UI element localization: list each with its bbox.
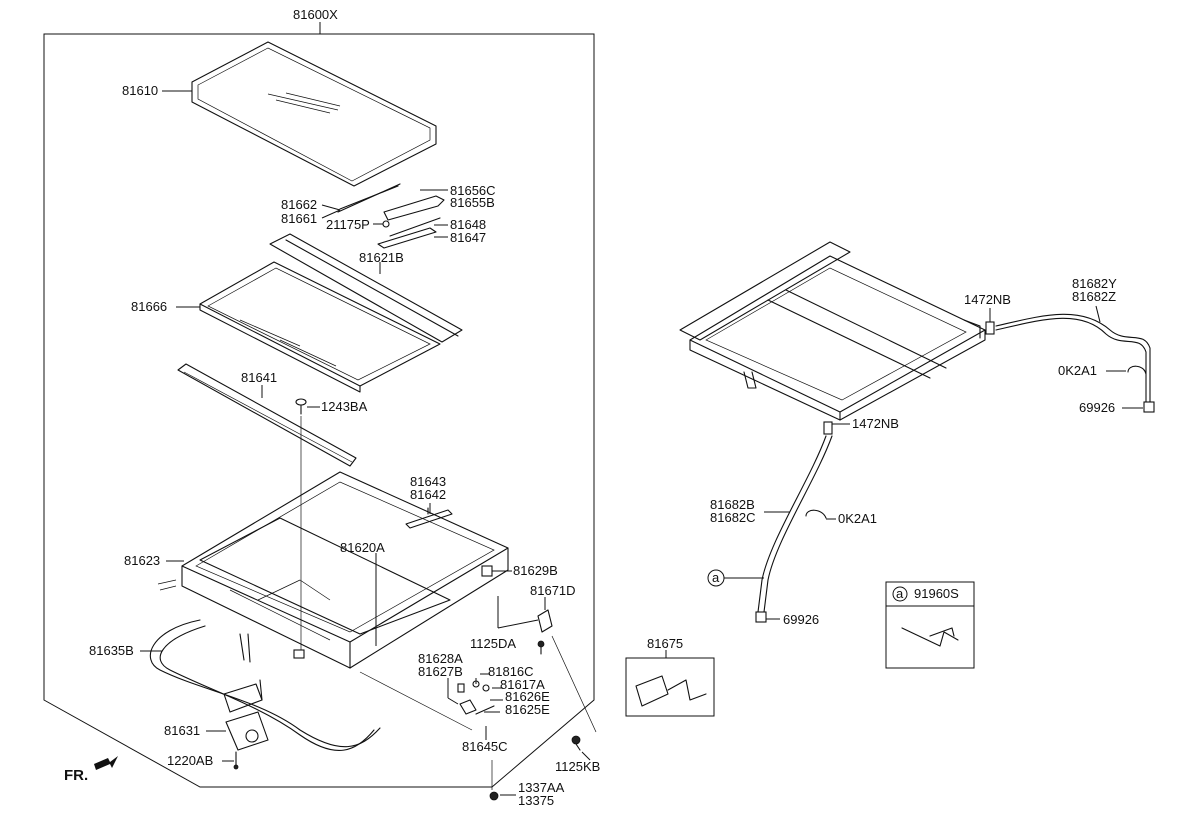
legend-box — [885, 581, 975, 669]
label-81645C: 81645C — [462, 739, 508, 754]
drain-hose-front — [755, 435, 833, 623]
label-81610: 81610 — [122, 83, 158, 98]
clip-top — [1127, 365, 1147, 375]
deflector — [177, 363, 357, 467]
part-81675-box — [625, 657, 715, 717]
label-69926-top: 69926 — [1079, 400, 1115, 415]
label-91960S: 91960S — [914, 586, 959, 601]
label-81666: 81666 — [131, 299, 167, 314]
bolt-1125KB — [571, 735, 581, 751]
label-1337AA: 1337AA — [518, 780, 565, 795]
label-81627B: 81627B — [418, 664, 463, 679]
bolt-1243BA — [295, 398, 307, 415]
label-fr: FR. — [64, 767, 88, 784]
label-81647: 81647 — [450, 230, 486, 245]
grommet-mid — [823, 421, 833, 435]
nut-1337AA — [489, 791, 499, 801]
label-81661: 81661 — [281, 211, 317, 226]
glass-panel — [191, 41, 437, 187]
label-1243BA: 1243BA — [321, 399, 368, 414]
label-81816C: 81816C — [488, 664, 534, 679]
label-13375: 13375 — [518, 793, 554, 808]
label-81641: 81641 — [241, 370, 277, 385]
label-1125DA: 1125DA — [470, 636, 516, 651]
label-81628A: 81628A — [418, 651, 463, 666]
clip-81629B — [481, 565, 493, 577]
grommet-top — [985, 321, 995, 335]
label-0K2A1-mid: 0K2A1 — [838, 511, 877, 526]
label-1125KB: 1125KB — [555, 759, 600, 774]
label-81656C: 81656C — [450, 183, 496, 198]
label-69926-bot: 69926 — [783, 612, 819, 627]
assembly-boundary — [43, 22, 595, 788]
label-81682Y: 81682Y — [1072, 276, 1117, 291]
front-direction-arrow — [94, 756, 118, 770]
screw-1125DA — [537, 640, 545, 655]
label-21175P: 21175P — [326, 217, 370, 232]
sunshade-assembly — [199, 233, 463, 393]
label-81682Z: 81682Z — [1072, 289, 1116, 304]
label-81643: 81643 — [410, 474, 446, 489]
label-81617A: 81617A — [500, 677, 545, 692]
clip-mid — [805, 509, 827, 519]
label-81642: 81642 — [410, 487, 446, 502]
drain-hose-rear — [995, 313, 1155, 413]
label-81623: 81623 — [124, 553, 160, 568]
label-81648: 81648 — [450, 217, 486, 232]
label-81629B: 81629B — [513, 563, 558, 578]
label-1472NB-mid: 1472NB — [852, 416, 899, 431]
label-81682B: 81682B — [710, 497, 755, 512]
label-81600X: 81600X — [293, 7, 338, 22]
label-ref-a: a — [712, 570, 720, 585]
label-81626E: 81626E — [505, 689, 550, 704]
label-legend-a: a — [896, 586, 904, 601]
small-fasteners — [457, 680, 495, 715]
front-brackets — [337, 183, 445, 249]
screw-1220AB — [233, 751, 239, 770]
label-1472NB-top: 1472NB — [964, 292, 1011, 307]
label-81662: 81662 — [281, 197, 317, 212]
label-81635B: 81635B — [89, 643, 134, 658]
part-81675-drawing — [635, 675, 707, 707]
bracket-81643 — [405, 507, 453, 529]
label-81682C: 81682C — [710, 510, 756, 525]
label-81625E: 81625E — [505, 702, 550, 717]
bracket-81671D — [537, 609, 553, 633]
main-frame — [157, 471, 509, 669]
label-81631: 81631 — [164, 723, 200, 738]
label-81655B: 81655B — [450, 195, 495, 210]
label-81675: 81675 — [647, 636, 683, 651]
label-81671D: 81671D — [530, 583, 576, 598]
drain-frame — [679, 241, 986, 421]
sunroof-motor — [223, 679, 269, 751]
label-1220AB: 1220AB — [167, 753, 213, 768]
label-81621B: 81621B — [359, 250, 404, 265]
label-0K2A1-top: 0K2A1 — [1058, 363, 1097, 378]
label-81620A: 81620A — [340, 540, 385, 555]
